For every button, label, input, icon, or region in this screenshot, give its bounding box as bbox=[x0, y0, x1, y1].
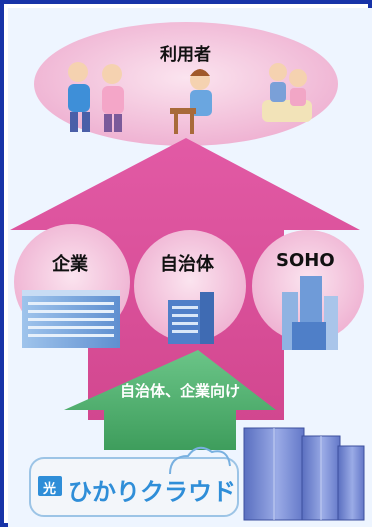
green-upward-arrow bbox=[64, 350, 276, 450]
municipality-circle bbox=[134, 230, 246, 342]
couple-on-sofa-icon bbox=[262, 63, 312, 122]
municipality-label: 自治体 bbox=[160, 254, 214, 275]
green-arrow-label: 自治体、企業向け bbox=[120, 382, 241, 400]
server-rack-icon bbox=[243, 427, 365, 521]
municipal-building-icon bbox=[168, 292, 214, 344]
users-label: 利用者 bbox=[160, 45, 211, 65]
logo-text: ひかりクラウド bbox=[68, 478, 236, 506]
elderly-couple-icon bbox=[68, 62, 124, 132]
hikari-cloud-logo bbox=[29, 446, 239, 517]
office-building-icon bbox=[22, 290, 120, 348]
soho-buildings-icon bbox=[282, 276, 338, 350]
enterprise-label: 企業 bbox=[52, 254, 88, 275]
logo-badge: 光 bbox=[43, 482, 57, 497]
soho-label: SOHO bbox=[276, 250, 335, 271]
student-at-desk-icon bbox=[170, 69, 212, 134]
